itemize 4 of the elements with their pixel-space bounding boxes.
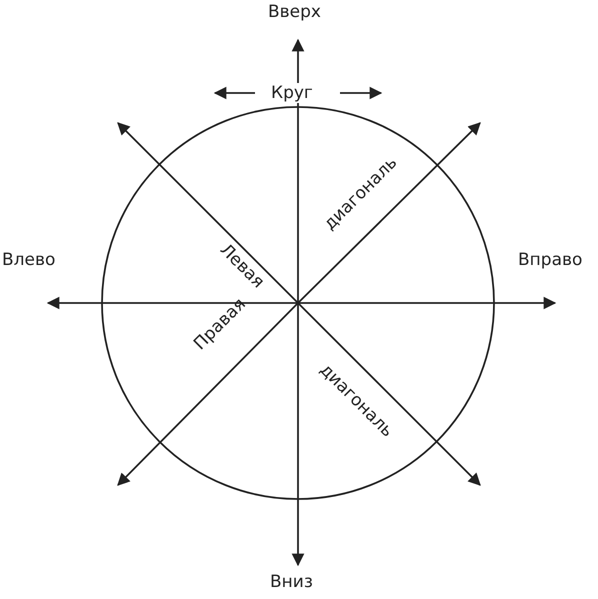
direction-label: Влево	[2, 250, 56, 270]
direction-label: Вправо	[518, 250, 582, 270]
direction-label: Вверх	[268, 2, 321, 22]
direction-label: Вниз	[270, 572, 313, 592]
